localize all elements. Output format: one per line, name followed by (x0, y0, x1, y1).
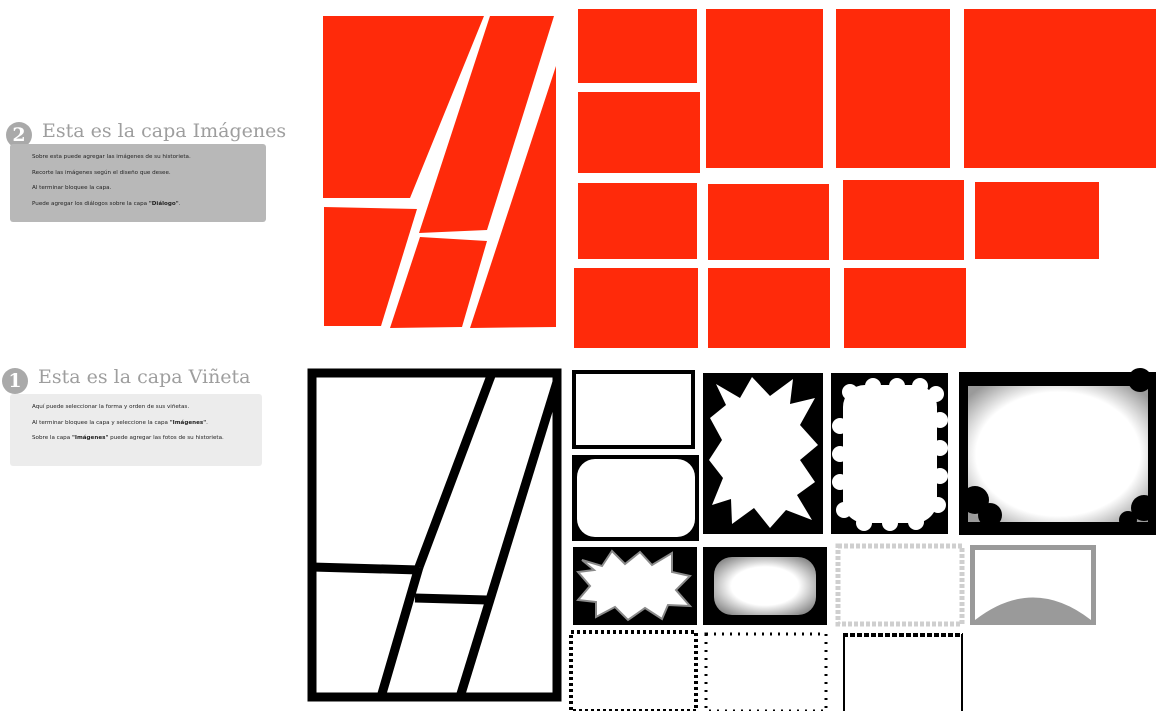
image-thumb[interactable] (574, 268, 698, 348)
image-thumb[interactable] (578, 183, 697, 259)
image-thumb[interactable] (843, 180, 964, 260)
panel-stitched-frame[interactable] (838, 546, 962, 624)
panel-checkered-frame[interactable] (571, 632, 696, 711)
image-thumb[interactable] (975, 182, 1099, 259)
panel-starburst-frame[interactable] (703, 373, 823, 534)
image-thumb[interactable] (844, 268, 966, 348)
panel-dashed-top-frame[interactable] (843, 634, 963, 711)
image-page-large[interactable] (390, 237, 487, 328)
panel-rounded-rectangle[interactable] (572, 455, 699, 541)
panel-dotted-frame[interactable] (706, 634, 826, 711)
panel-cloud-gradient-frame[interactable] (703, 547, 827, 625)
panel-stone-arch-frame[interactable] (970, 545, 1096, 625)
image-thumb[interactable] (578, 92, 700, 173)
panel-rectangle-border[interactable] (572, 370, 695, 449)
image-thumb[interactable] (964, 9, 1156, 168)
panel-cloud-frame[interactable] (831, 373, 948, 534)
image-thumb[interactable] (708, 268, 830, 348)
image-thumb[interactable] (706, 9, 823, 168)
image-thumb[interactable] (836, 9, 950, 168)
panel-starburst-gradient-frame[interactable] (573, 547, 697, 625)
image-thumb[interactable] (578, 9, 697, 83)
panel-dark-vignette-frame[interactable] (959, 368, 1156, 535)
panel-page-large[interactable] (312, 373, 557, 697)
image-thumb[interactable] (708, 184, 829, 260)
